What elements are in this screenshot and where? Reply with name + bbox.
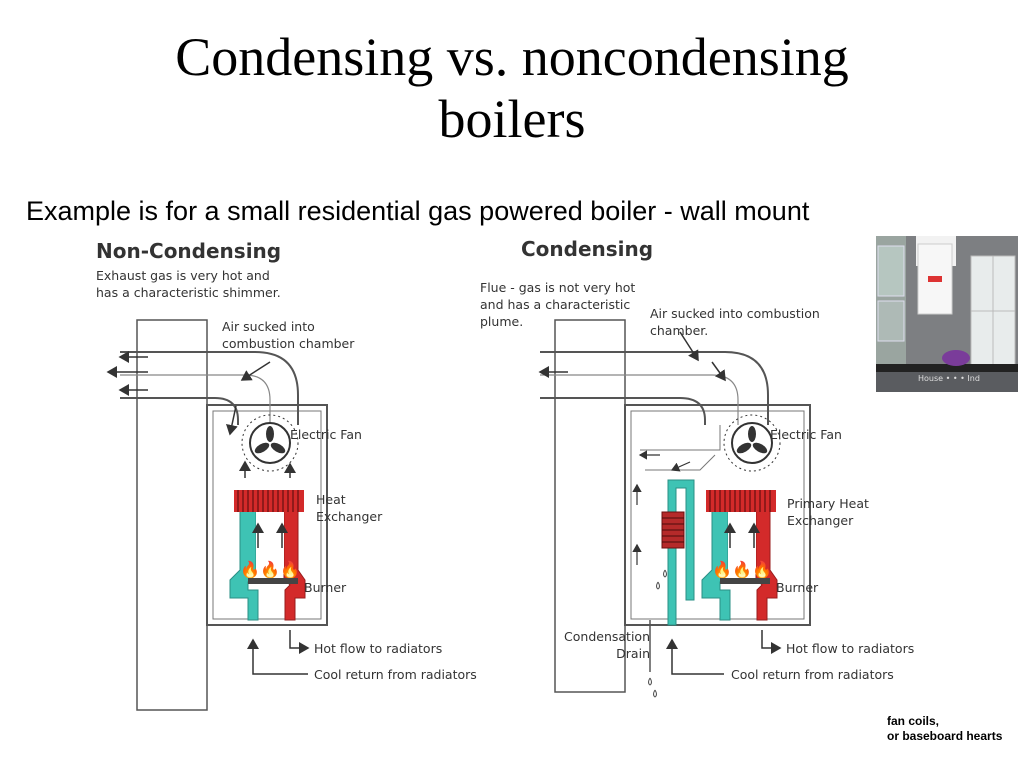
wall: [136, 319, 208, 711]
air-note-line-2: chamber.: [650, 323, 708, 338]
burner-label: Burner: [304, 580, 347, 595]
drain-label-1: Condensation: [564, 629, 650, 644]
footnote-line-1: fan coils,: [887, 714, 940, 728]
slide-subtitle: Example is for a small residential gas p…: [26, 196, 810, 226]
condensing-heading: Condensing: [521, 237, 653, 261]
burner: [720, 578, 770, 584]
air-note-line-2: combustion chamber: [222, 336, 355, 351]
combustion-space: [728, 512, 756, 574]
exhaust-note-line-1: Exhaust gas is very hot and: [96, 268, 270, 283]
heat-exchanger: [234, 490, 304, 512]
secondary-flue-path: [640, 425, 721, 451]
cool-return-arrow: [247, 638, 308, 675]
slide-title: Condensing vs. noncondensing boilers: [0, 26, 1024, 150]
burner-label: Burner: [776, 580, 819, 595]
condensing-diagram: Condensing Flue - gas is not very hot an…: [480, 237, 914, 698]
non-condensing-diagram: Non-Condensing Exhaust gas is very hot a…: [96, 239, 477, 711]
heat-exchanger-fins: [237, 490, 299, 512]
air-note-line-1: Air sucked into: [222, 319, 315, 334]
flue-note-line-3: plume.: [480, 314, 523, 329]
hot-flow-label: Hot flow to radiators: [314, 641, 442, 656]
hot-flow-label: Hot flow to radiators: [786, 641, 914, 656]
flue-arrow: [670, 461, 691, 472]
drain-label-2: Drain: [616, 646, 650, 661]
exhaust-note-line-2: has a characteristic shimmer.: [96, 285, 281, 300]
burner-flames-icon: 🔥🔥🔥: [712, 560, 772, 579]
secondary-hx-fins: [662, 517, 684, 543]
flue-divider: [540, 374, 739, 425]
combustion-chamber: [630, 410, 805, 620]
heat-exchanger-label-1: Heat: [316, 492, 346, 507]
cool-return-arrow: [666, 638, 724, 675]
kitchen-boiler-photo: House • • • Ind: [876, 236, 1018, 392]
flue-note-line-2: and has a characteristic: [480, 297, 630, 312]
footnote: fan coils, or baseboard hearts: [887, 714, 1002, 744]
hot-flow-arrow: [761, 630, 782, 654]
secondary-flue-path: [645, 454, 716, 471]
title-line-2: boilers: [438, 89, 586, 149]
flue-duct-outer: [120, 351, 299, 425]
footnote-line-2: or baseboard hearts: [887, 729, 1003, 743]
air-arrow: [240, 361, 271, 381]
flue-duct-inner: [540, 397, 706, 425]
primary-heat-exchanger: [706, 490, 776, 512]
fan-label: Electric Fan: [290, 427, 362, 442]
heat-exchanger-fins: [709, 490, 771, 512]
flue-duct-outer: [540, 351, 769, 425]
cool-return-label: Cool return from radiators: [731, 667, 894, 682]
fan-housing: [241, 414, 299, 472]
cool-return-pipe: [229, 497, 259, 621]
air-arrow: [679, 331, 699, 362]
air-note-line-1: Air sucked into combustion: [650, 306, 820, 321]
condensate-drops-icon: [648, 569, 667, 698]
cool-return-label: Cool return from radiators: [314, 667, 477, 682]
photo-watermark: House • • • Ind: [918, 374, 980, 383]
air-arrow: [711, 361, 726, 382]
burner-flames-icon: 🔥🔥🔥: [240, 560, 300, 579]
fan-housing: [723, 414, 781, 472]
primary-hx-label-1: Primary Heat: [787, 496, 869, 511]
non-condensing-heading: Non-Condensing: [96, 239, 281, 263]
heat-exchanger-label-2: Exchanger: [316, 509, 383, 524]
fan-blades-icon: [254, 426, 286, 454]
combustion-chamber: [212, 410, 322, 620]
flue-duct-inner: [120, 397, 239, 425]
burner: [248, 578, 298, 584]
fan-blades-icon: [736, 426, 768, 454]
flue-note-line-1: Flue - gas is not very hot: [480, 280, 635, 295]
primary-hx-label-2: Exchanger: [787, 513, 854, 528]
hot-flow-arrow: [289, 630, 310, 654]
fan-label: Electric Fan: [770, 427, 842, 442]
combustion-space: [256, 512, 284, 574]
title-line-1: Condensing vs. noncondensing: [175, 27, 849, 87]
air-arrow: [226, 405, 238, 436]
